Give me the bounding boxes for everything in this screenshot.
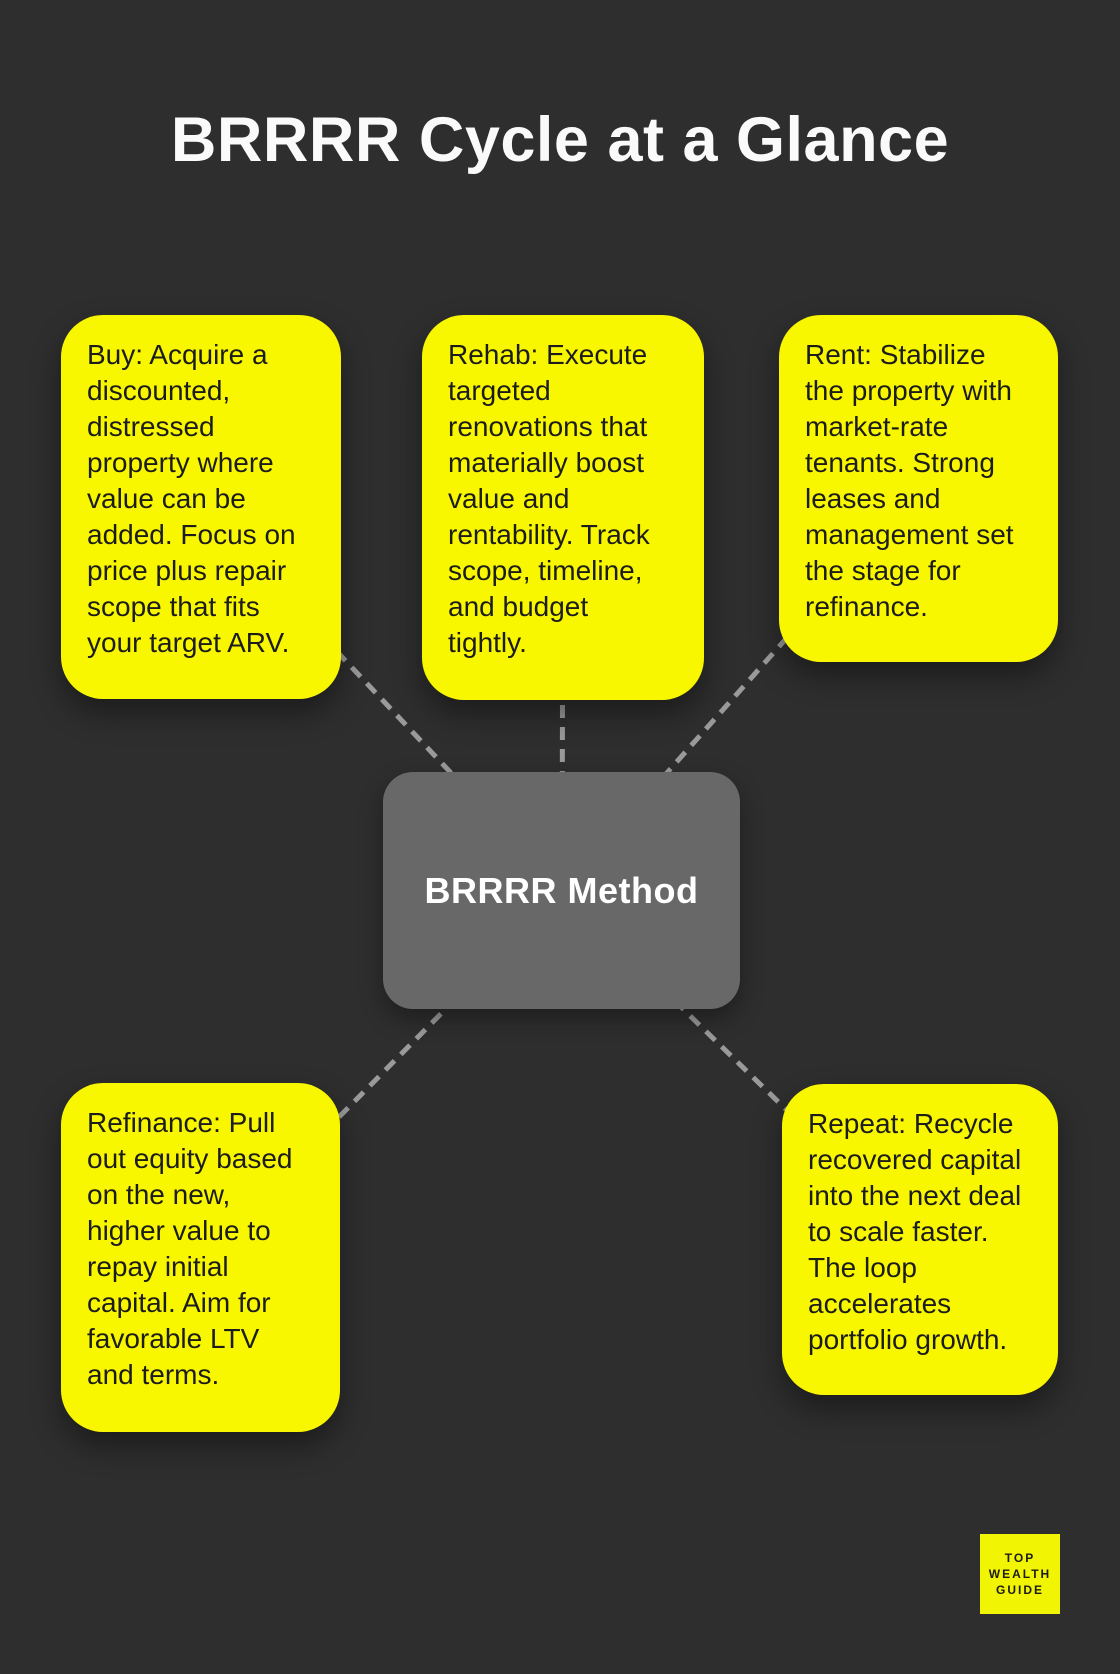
brand-logo-line-top: TOP [1004, 1551, 1036, 1565]
brand-logo-line-guide: GUIDE [995, 1583, 1044, 1597]
node-refinance: Refinance: Pull out equity based on the … [61, 1083, 340, 1432]
node-repeat-text: Repeat: Recycle recovered capital into t… [808, 1108, 1022, 1355]
node-rehab: Rehab: Execute targeted renovations that… [422, 315, 704, 700]
node-repeat: Repeat: Recycle recovered capital into t… [782, 1084, 1058, 1395]
node-buy-text: Buy: Acquire a discounted, distressed pr… [87, 339, 296, 658]
node-buy: Buy: Acquire a discounted, distressed pr… [61, 315, 341, 699]
node-rent: Rent: Stabilize the property with market… [779, 315, 1058, 662]
node-refinance-text: Refinance: Pull out equity based on the … [87, 1107, 293, 1390]
page-title: BRRRR Cycle at a Glance [170, 105, 950, 175]
center-hub: BRRRR Method [383, 772, 740, 1009]
brand-logo-line-wealth: WEALTH [988, 1567, 1052, 1581]
center-hub-label: BRRRR Method [424, 869, 699, 911]
node-rehab-text: Rehab: Execute targeted renovations that… [448, 339, 650, 658]
brand-logo: TOP WEALTH GUIDE [980, 1534, 1060, 1614]
node-rent-text: Rent: Stabilize the property with market… [805, 339, 1014, 622]
